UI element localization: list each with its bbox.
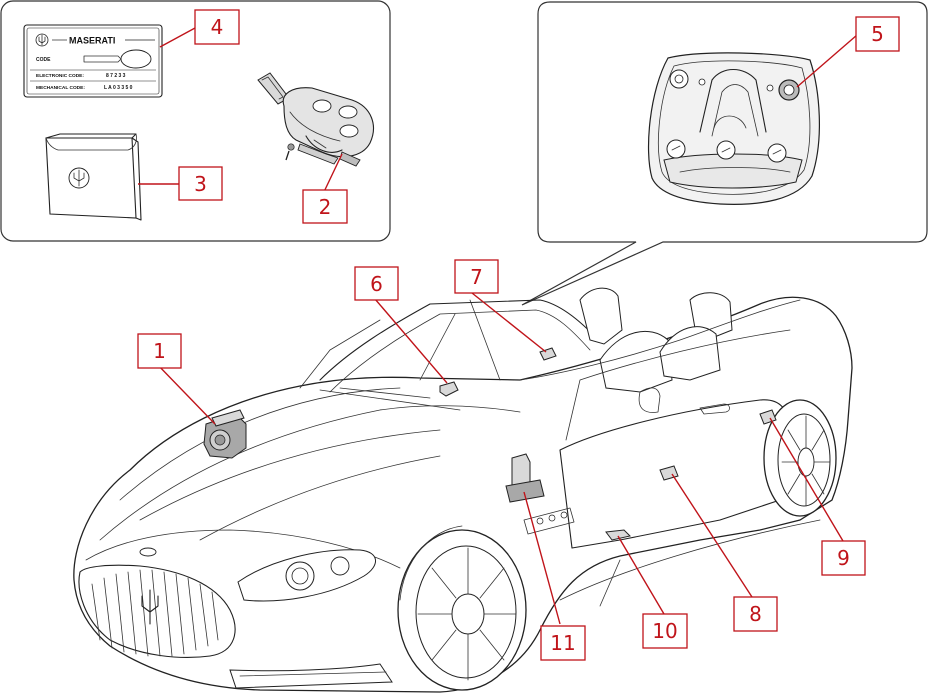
callout-9-label: 9 — [837, 546, 850, 570]
callout-3-label: 3 — [194, 172, 207, 196]
callout-10-label: 10 — [652, 619, 677, 643]
callout-2: 2 — [302, 189, 348, 224]
car-convertible — [73, 287, 853, 693]
part-10-sensor — [605, 529, 631, 541]
callout-3: 3 — [178, 166, 223, 201]
sensor-button-highlighted — [778, 79, 800, 101]
leader-lines — [138, 27, 858, 625]
brand-name: MASERATI — [69, 36, 115, 46]
callout-7: 7 — [454, 259, 499, 294]
key-outline-icon — [83, 49, 152, 69]
callout-6: 6 — [354, 266, 399, 301]
grille-mesh — [91, 569, 219, 657]
callout-4-label: 4 — [211, 15, 224, 39]
callout-7-label: 7 — [470, 265, 483, 289]
rear-wheel — [763, 399, 837, 517]
mechanical-code-label: MECHANICAL CODE: — [36, 85, 85, 91]
mechanical-code-value: L A 0 3 3 5 0 — [104, 85, 133, 91]
callout-10: 10 — [642, 613, 688, 649]
screw-icon — [285, 143, 295, 161]
grille-trident-icon — [141, 589, 159, 625]
inset-panel-keys: MASERATI CODE ELECTRONIC CODE: 8 7 2 3 3… — [0, 0, 391, 242]
part-1-siren-module — [203, 409, 247, 459]
callout-9: 9 — [821, 540, 866, 576]
trident-emblem-icon — [68, 167, 90, 189]
callout-11: 11 — [540, 625, 586, 661]
callout-11-label: 11 — [550, 631, 575, 655]
electronic-code-value: 8 7 2 3 3 — [106, 73, 126, 79]
code-label: CODE — [36, 57, 51, 63]
roof-console — [647, 52, 820, 205]
front-wheel — [397, 525, 527, 691]
key-fob — [257, 72, 374, 167]
inset-panel-roof-console — [521, 1, 928, 306]
callout-2-label: 2 — [319, 195, 332, 219]
part-6-sensor — [439, 381, 459, 397]
trident-logo-icon — [35, 33, 49, 47]
callout-4: 4 — [194, 9, 240, 45]
callout-5: 5 — [855, 16, 900, 52]
code-tag-card: MASERATI CODE ELECTRONIC CODE: 8 7 2 3 3… — [23, 24, 163, 98]
callout-1: 1 — [137, 333, 182, 369]
electronic-code-label: ELECTRONIC CODE: — [36, 73, 84, 79]
part-11-control-unit — [505, 453, 545, 503]
callout-8-label: 8 — [749, 602, 762, 626]
owner-booklet — [45, 133, 142, 221]
callout-5-label: 5 — [871, 22, 884, 46]
callout-1-label: 1 — [153, 339, 166, 363]
callout-8: 8 — [733, 596, 778, 632]
callout-6-label: 6 — [370, 272, 383, 296]
